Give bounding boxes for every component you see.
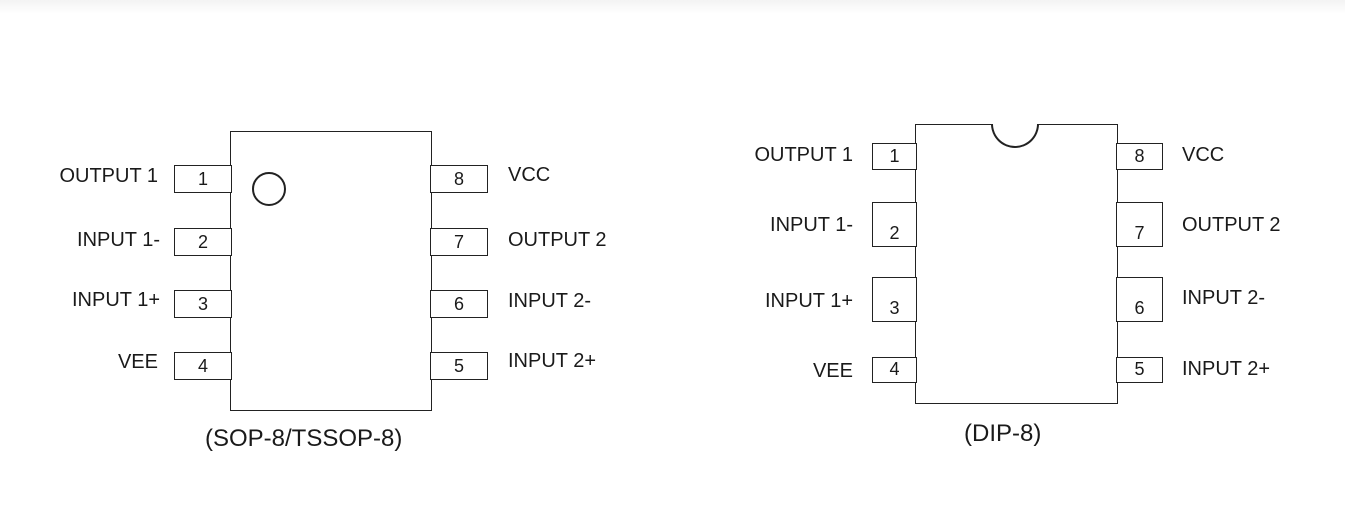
sop8-pin-3-label: INPUT 1+: [72, 289, 160, 311]
dip8-pin-5: 5: [1116, 357, 1163, 383]
dip8-pin-1-label: OUTPUT 1: [754, 144, 853, 166]
sop8-pin-3: 3: [174, 290, 232, 318]
dip8-pin-2: 2: [872, 202, 917, 247]
sop8-caption: (SOP-8/TSSOP-8): [205, 425, 403, 452]
sop8-pin-6-label: INPUT 2-: [508, 290, 591, 312]
top-fade-band: [0, 0, 1345, 14]
dip8-pin-3: 3: [872, 277, 917, 322]
dip8-pin-2-label: INPUT 1-: [770, 214, 853, 236]
dip8-chip-body: [915, 124, 1118, 404]
dip8-pin-3-label: INPUT 1+: [765, 290, 853, 312]
dip8-pin-6: 6: [1116, 277, 1163, 322]
dip8-pin-8-label: VCC: [1182, 144, 1225, 166]
dip8-caption: (DIP-8): [964, 420, 1042, 447]
sop8-pin-4-label: VEE: [117, 351, 158, 373]
dip8-pin-7-label: OUTPUT 2: [1182, 214, 1281, 236]
sop8-pin-1: 1: [174, 165, 232, 193]
sop8-pin-8-label: VCC: [508, 164, 551, 186]
dip8-pin-7: 7: [1116, 202, 1163, 247]
dip8-pin-6-label: INPUT 2-: [1182, 287, 1265, 309]
sop8-pin-6: 6: [430, 290, 488, 318]
sop8-pin-1-label: OUTPUT 1: [59, 165, 158, 187]
sop8-pin-7: 7: [430, 228, 488, 256]
sop8-pin-5: 5: [430, 352, 488, 380]
sop8-pin-5-label: INPUT 2+: [508, 350, 596, 372]
dip8-pin-8: 8: [1116, 143, 1163, 170]
dip8-pin-4-label: VEE: [812, 360, 853, 382]
sop8-pin-2: 2: [174, 228, 232, 256]
dip8-pin-4: 4: [872, 357, 917, 383]
sop8-pin-2-label: INPUT 1-: [77, 229, 160, 251]
pin1-indicator-dot: [252, 172, 286, 206]
dip8-pin-5-label: INPUT 2+: [1182, 358, 1270, 380]
sop8-pin-8: 8: [430, 165, 488, 193]
sop8-pin-7-label: OUTPUT 2: [508, 229, 607, 251]
dip8-pin-1: 1: [872, 143, 917, 170]
sop8-pin-4: 4: [174, 352, 232, 380]
